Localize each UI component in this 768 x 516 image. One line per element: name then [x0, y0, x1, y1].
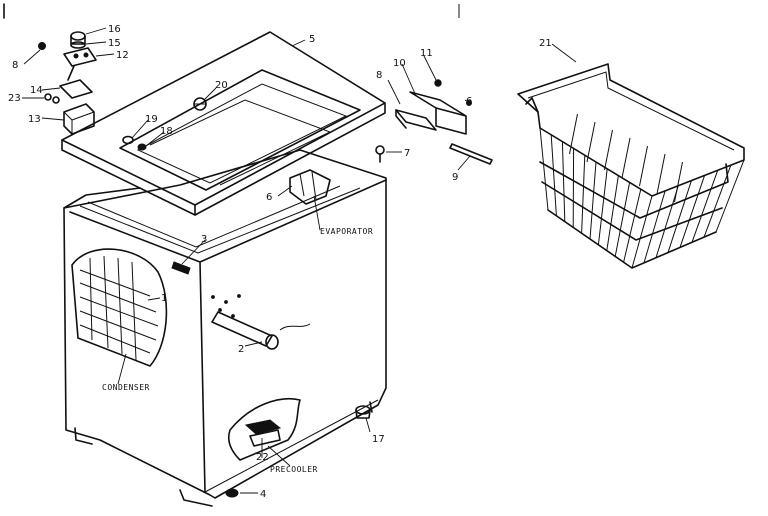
caption-condenser: CONDENSER [102, 383, 150, 392]
basket-wire [550, 134, 557, 216]
label-part-8-left: 8 [12, 60, 18, 71]
basket-wire [581, 155, 586, 234]
basket-wire [586, 121, 596, 163]
basket-wire [606, 175, 619, 251]
label-part-11: 11 [420, 48, 433, 59]
caption-precooler: PRECOOLER [270, 465, 318, 474]
label-part-2: 2 [238, 344, 244, 355]
label-part-3: 3 [201, 234, 207, 245]
basket-wire [621, 137, 631, 179]
hinge-part-3 [171, 261, 191, 275]
label-part-19: 19 [145, 114, 158, 125]
leader-lines [22, 27, 577, 494]
caption-evaporator: EVAPORATOR [320, 227, 373, 236]
basket-wire [589, 161, 597, 240]
wire-basket [517, 63, 745, 269]
label-part-20: 20 [215, 80, 228, 91]
basket-wires [550, 113, 732, 263]
label-part-12: 12 [116, 50, 129, 61]
label-part-16: 16 [108, 24, 121, 35]
basket-wire [691, 170, 719, 243]
label-part-6: 6 [266, 192, 272, 203]
label-part-14: 14 [30, 85, 43, 96]
basket-wire [569, 113, 578, 155]
label-part-7: 7 [404, 148, 410, 159]
cabinet [63, 149, 387, 507]
basket-wire [623, 189, 642, 263]
label-part-13: 13 [28, 114, 41, 125]
condenser [71, 248, 168, 367]
captions: EVAPORATOR CONDENSER PRECOOLER [102, 227, 373, 474]
basket-wire [639, 145, 648, 187]
label-part-10: 10 [393, 58, 406, 69]
foot-part-4 [225, 488, 239, 498]
part-labels: 5 1 2 3 4 6 7 8 9 10 11 12 13 14 15 16 1… [8, 24, 552, 500]
label-part-23: 23 [8, 93, 21, 104]
label-part-17: 17 [372, 434, 385, 445]
basket-wire [604, 129, 613, 171]
label-part-22: 22 [256, 452, 269, 463]
basket-wire [667, 180, 692, 253]
basket-wire [597, 168, 608, 245]
label-part-1: 1 [161, 293, 167, 304]
basket-wire [656, 153, 666, 195]
leg-part-17 [355, 405, 371, 419]
basket-wire [643, 190, 666, 263]
tube-part-2 [211, 294, 311, 350]
basket-wire [703, 164, 732, 238]
label-part-5: 5 [309, 34, 315, 45]
right-hinge-assembly [375, 79, 493, 165]
precooler [227, 398, 301, 461]
label-part-9: 9 [452, 172, 458, 183]
basket-wire [655, 185, 679, 258]
basket-wire [614, 182, 631, 257]
basket-wire [561, 141, 566, 222]
label-part-18: 18 [160, 126, 173, 137]
evaporator [289, 169, 331, 205]
lid [61, 31, 386, 216]
label-part-4: 4 [260, 489, 266, 500]
label-part-21: 21 [539, 38, 552, 49]
label-part-15: 15 [108, 38, 121, 49]
lid-fasteners [122, 97, 207, 151]
label-part-8-right: 8 [376, 70, 382, 81]
basket-wire [674, 161, 683, 203]
basket-wire [679, 175, 706, 248]
hinge-assembly [38, 31, 97, 135]
label-part-6-right: 6 [466, 96, 472, 107]
